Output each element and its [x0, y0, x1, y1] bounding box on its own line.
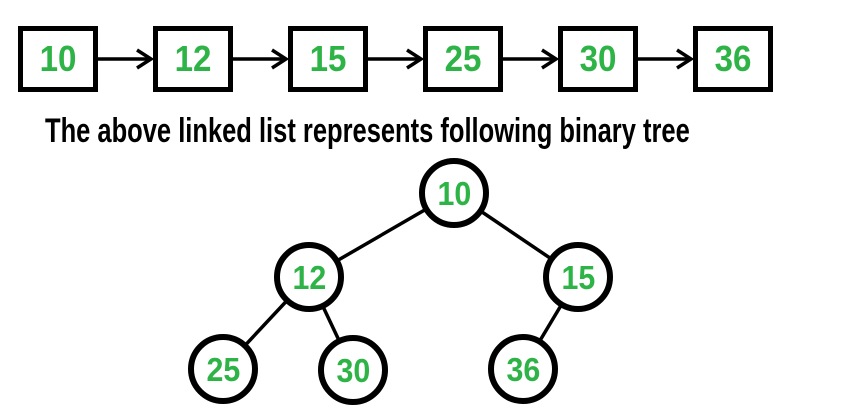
list-node: 30: [558, 26, 638, 92]
list-node-value: 15: [309, 38, 347, 79]
tree-node-value: 10: [437, 174, 471, 212]
arrow-right-icon: [233, 48, 290, 70]
arrow-right-icon: [638, 48, 695, 70]
tree-node-root: 10: [419, 158, 489, 228]
tree-node: 25: [188, 334, 258, 404]
tree-node-value: 25: [206, 350, 240, 388]
tree-node: 36: [488, 334, 558, 404]
list-node: 10: [18, 26, 98, 92]
tree-node: 30: [318, 335, 388, 405]
tree-node-value: 36: [506, 350, 540, 388]
arrow-right-icon: [98, 48, 155, 70]
arrow-right-icon: [503, 48, 560, 70]
caption-text: The above linked list represents followi…: [45, 112, 690, 150]
list-node-value: 25: [444, 38, 482, 79]
list-node-value: 10: [39, 38, 77, 79]
tree-node: 15: [543, 242, 613, 312]
list-node: 15: [288, 26, 368, 92]
list-node-value: 12: [174, 38, 212, 79]
tree-node: 12: [274, 242, 344, 312]
tree-node-value: 30: [336, 351, 370, 389]
tree-node-value: 12: [292, 258, 326, 296]
list-node: 12: [153, 26, 233, 92]
list-node-value: 30: [579, 38, 617, 79]
list-node: 36: [693, 26, 773, 92]
tree-node-value: 15: [561, 258, 595, 296]
arrow-right-icon: [368, 48, 425, 70]
list-node: 25: [423, 26, 503, 92]
list-node-value: 36: [714, 38, 752, 79]
